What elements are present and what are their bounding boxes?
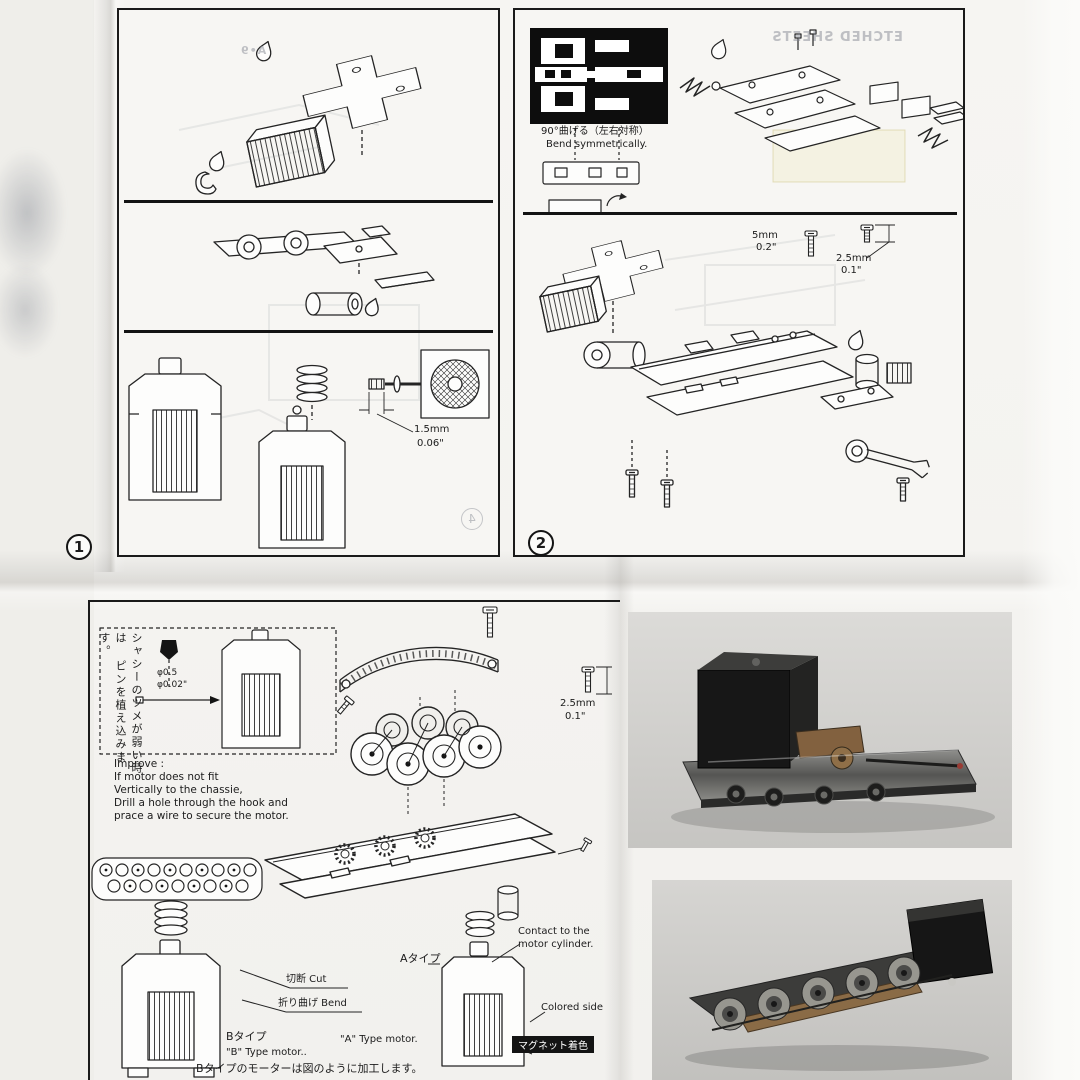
glue-drop-icon — [711, 38, 727, 60]
cut-label: 切断 Cut — [286, 974, 327, 985]
chassis-frame-diagram — [264, 813, 556, 899]
step-number-1: 1 — [66, 534, 92, 560]
panel-3 — [88, 600, 620, 1080]
improve-note: Improve : If motor does not fit Vertical… — [114, 758, 289, 823]
screw-0-1in-label: 0.1" — [841, 265, 862, 276]
improve-line-2: If motor does not fit — [114, 771, 219, 783]
jp-vertical-note-line2: ピンを植え込みます。 — [98, 632, 127, 764]
contact-note-line2: motor cylinder. — [518, 939, 594, 950]
paper-right-edge — [1022, 0, 1080, 1080]
chain-track-diagram — [91, 857, 263, 901]
show-through-lines — [664, 234, 866, 326]
motor-b-diagram — [121, 900, 221, 1078]
improve-line-1: Improve : — [114, 758, 165, 770]
panel2-divider — [523, 212, 957, 215]
type-b-label: Bタイプ — [226, 1030, 267, 1043]
jp-vertical-note-line1: シャシーのツメが弱い時は — [114, 632, 143, 775]
bend-note-en: Bend symmetrically. — [546, 139, 648, 150]
motor-a-diagram — [441, 910, 525, 1067]
pin-diameter-mm: φ0.5 — [157, 668, 178, 678]
magnet-color-label: マグネット着色 — [512, 1036, 594, 1053]
jp-vertical-note: シャシーのツメが弱い時は ピンを植え込みます。 — [96, 632, 144, 782]
panel3-diagram — [91, 606, 612, 1078]
cylinder-part — [305, 292, 363, 316]
motor-front-view — [128, 357, 222, 501]
photo-2-image — [652, 880, 1012, 1080]
glue-drop-icon — [255, 40, 272, 62]
glue-drop-icon — [364, 297, 379, 317]
clip-part — [195, 171, 217, 195]
motor-cylinder-part — [497, 885, 519, 921]
wrench-icon — [845, 439, 930, 479]
panel2-diagram — [523, 28, 963, 508]
ghost-sheet-code: A•9 — [240, 44, 267, 57]
improve-line-4: Drill a hole through the hook and — [114, 797, 288, 809]
panel1-diagram — [124, 40, 493, 549]
photo-assembled-chassis-top — [628, 612, 1012, 848]
bend-label: 折り曲げ Bend — [278, 998, 347, 1009]
colored-side-label: Colored side — [541, 1002, 604, 1013]
coupler-block — [246, 114, 336, 188]
dim-1-5mm-label: 1.5mm — [414, 424, 450, 435]
ghost-step-number-4: 4 — [461, 508, 483, 530]
panel-2 — [513, 8, 965, 557]
ghost-etched-sheets-title: ETCHED SHEETS — [771, 30, 903, 45]
pin-diameter-inch: φ0.02" — [157, 680, 188, 690]
bend-note-jp: 90°曲げる（左右対称） — [541, 126, 649, 137]
type-b-en-label: "B" Type motor.. — [226, 1047, 307, 1058]
improve-line-5: prace a wire to secure the motor. — [114, 810, 289, 822]
screw-2-5mm-label: 2.5mm — [836, 253, 872, 264]
step-b-exploded-diagram — [213, 225, 435, 317]
etched-sheet-diagram — [530, 28, 668, 124]
leaf-spring-diagram — [336, 606, 499, 720]
contact-note-line1: Contact to the — [518, 926, 590, 937]
screw-dim-mm-label: 2.5mm — [560, 698, 596, 709]
glue-drop-icon — [847, 329, 864, 351]
photo-1-image — [628, 612, 1012, 848]
motor-shaft-diagram — [359, 349, 490, 433]
improve-line-3: Vertically to the chassie, — [114, 784, 243, 796]
panel1-divider-1 — [124, 200, 493, 203]
screw-0-2in-label: 0.2" — [756, 242, 777, 253]
panel-1 — [117, 8, 500, 557]
screw-dim-callout — [581, 666, 612, 695]
chassis-exploded-diagram — [539, 240, 930, 508]
type-a-en-label: "A" Type motor. — [340, 1034, 418, 1045]
step-number-2: 2 — [528, 530, 554, 556]
screw-dim-inch-label: 0.1" — [565, 711, 586, 722]
glue-drop-icon — [208, 150, 225, 172]
step-c-motor-diagram — [128, 349, 490, 549]
spring-icon — [296, 364, 328, 420]
show-through-blob — [0, 148, 66, 278]
step-a-exploded-diagram — [195, 40, 422, 195]
improve-box-diagram — [99, 627, 337, 755]
panel1-divider-2 — [124, 330, 493, 333]
frame-exploded-diagram — [679, 29, 963, 152]
show-through-blob — [0, 262, 58, 358]
type-a-label: Aタイプ — [400, 952, 441, 965]
motor-front-view-2 — [258, 405, 346, 549]
screw-5mm-label: 5mm — [752, 230, 778, 241]
dim-0-06in-label: 0.06" — [417, 438, 444, 449]
photo-assembled-chassis-bottom — [652, 880, 1012, 1080]
screw-size-callout — [804, 224, 895, 259]
wheel-set-diagram — [350, 706, 502, 814]
footer-note: Bタイプのモーターは図のように加工します。 — [196, 1062, 423, 1075]
